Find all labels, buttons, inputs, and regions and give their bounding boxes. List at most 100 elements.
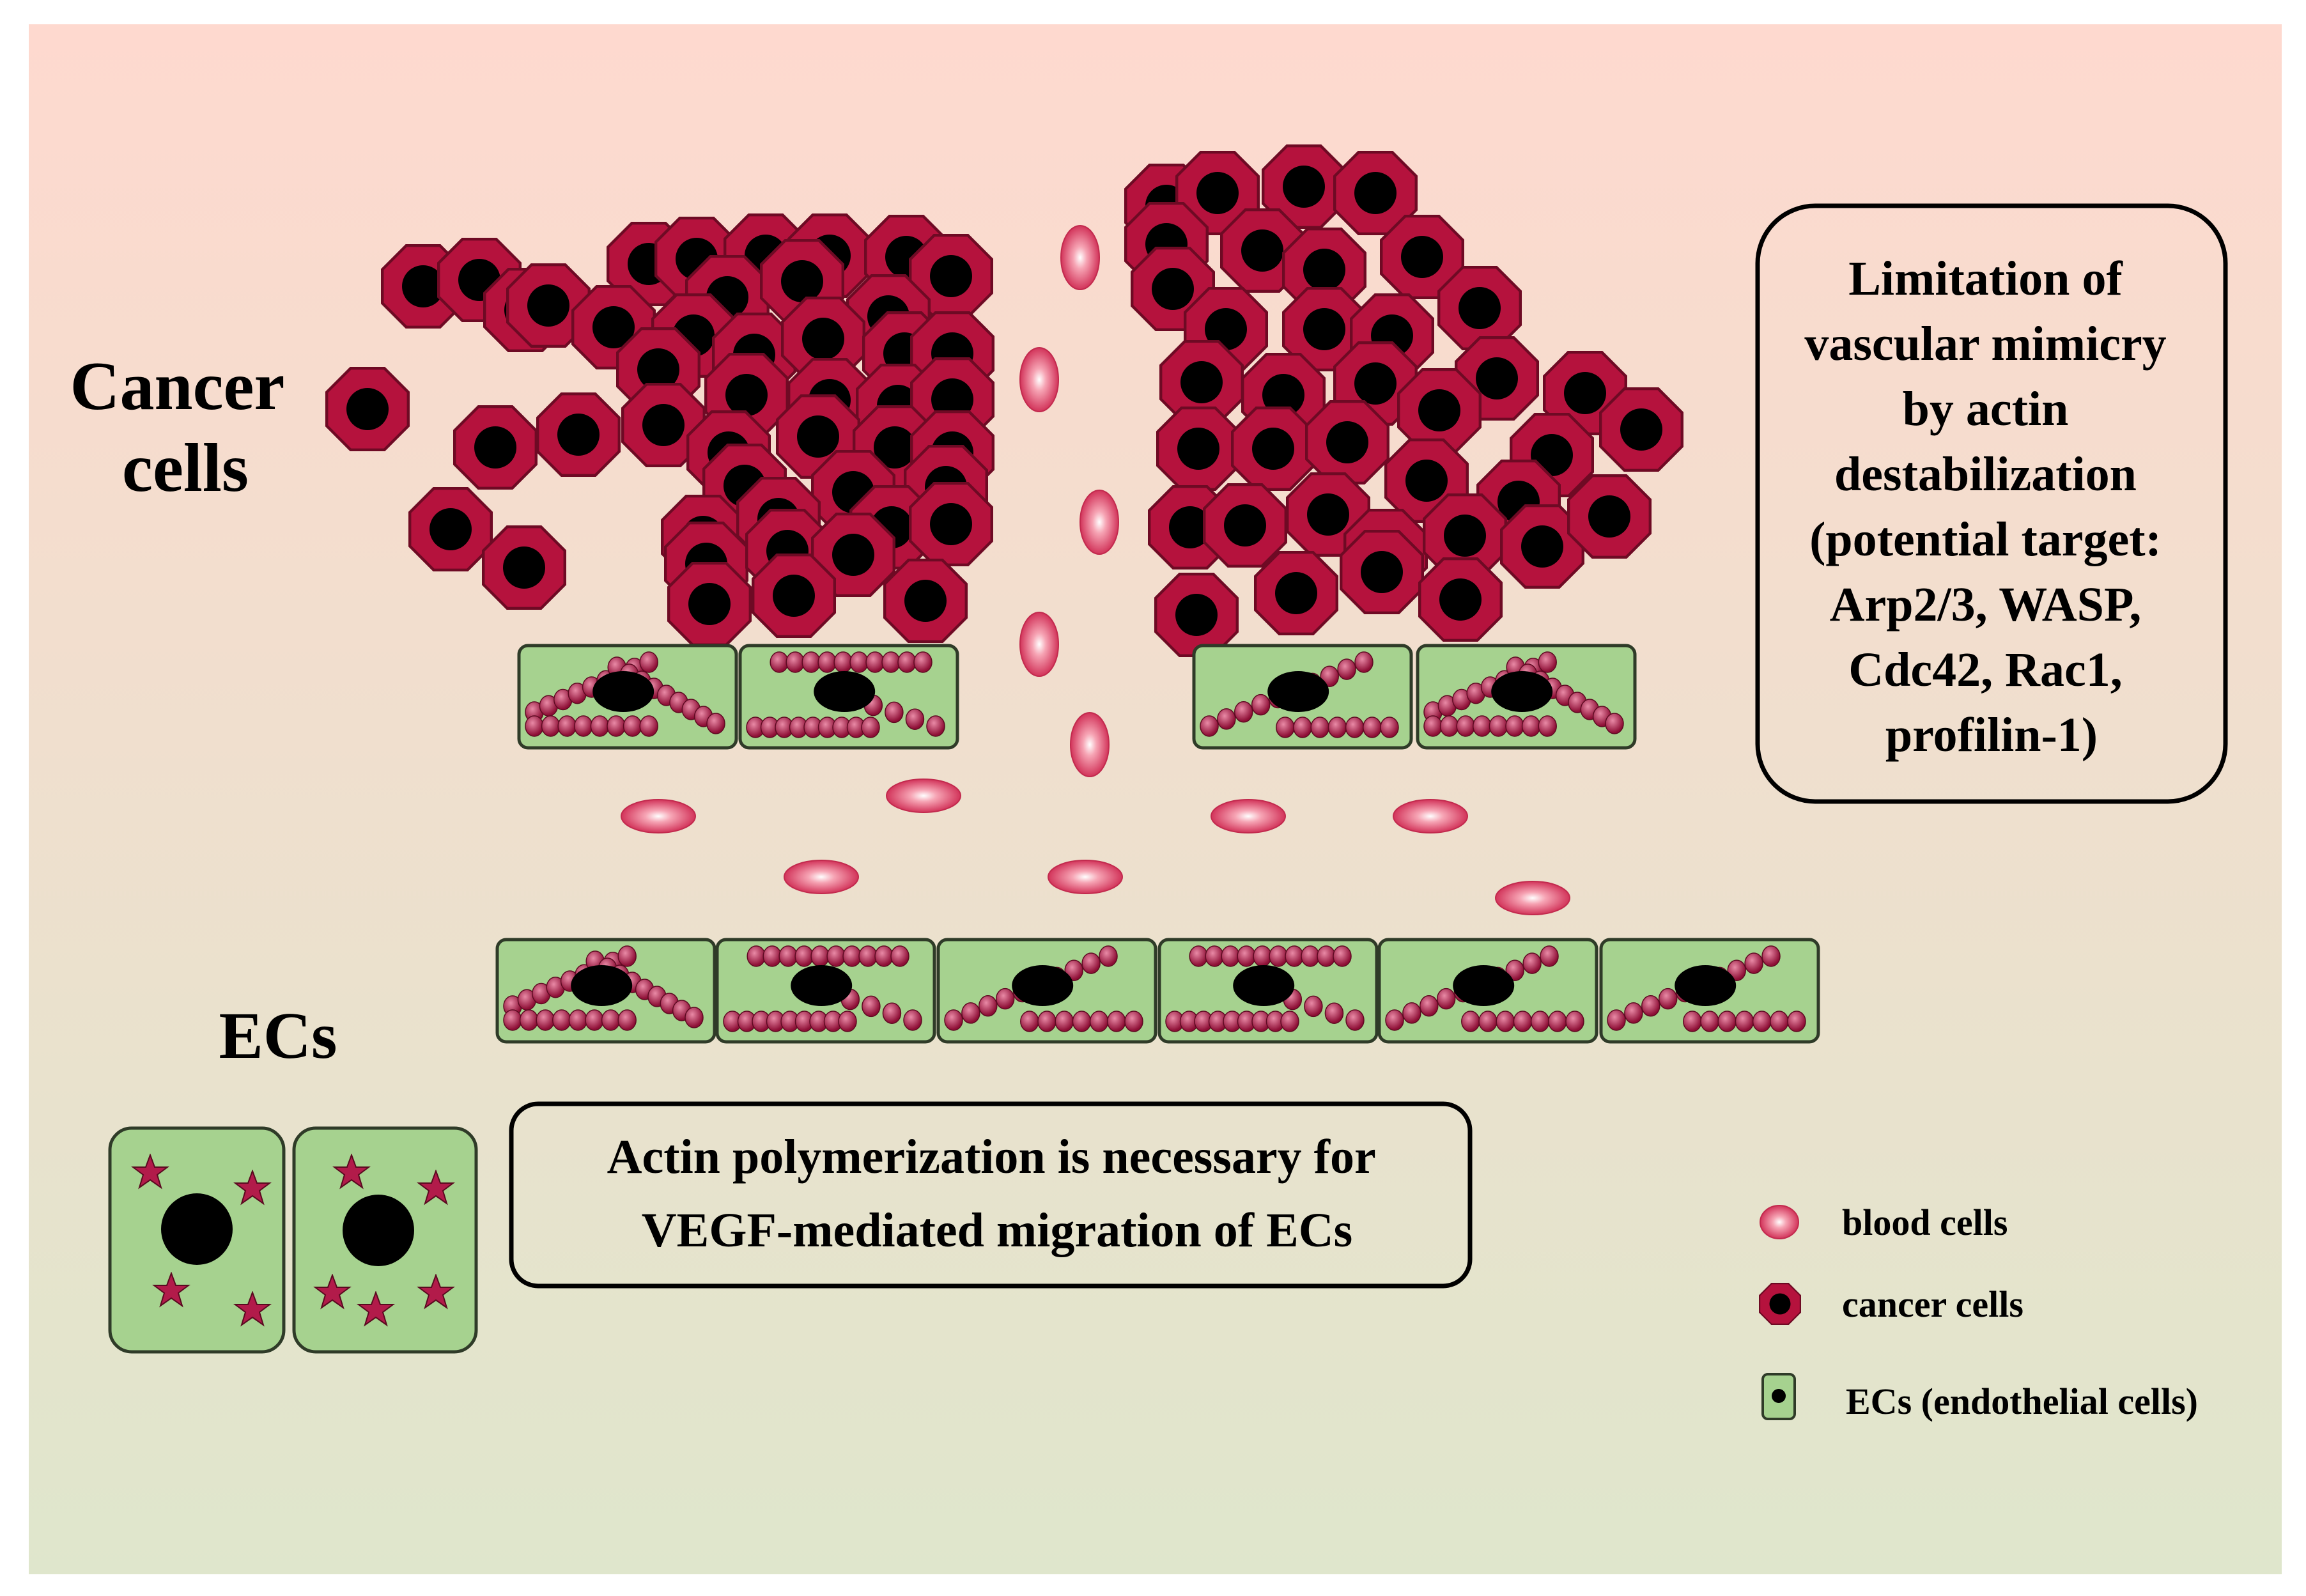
actin-bead (1489, 715, 1508, 737)
actin-polymerization-text: Actin polymerization is necessary for VE… (607, 1130, 1388, 1257)
actin-bead (1310, 717, 1329, 738)
cancer-cell (753, 555, 835, 637)
actin-bead (1345, 1009, 1365, 1031)
actin-bead (1293, 717, 1312, 738)
migrating-ec-pair (108, 1126, 478, 1354)
actin-bead (1020, 1011, 1039, 1032)
actin-bead (1605, 713, 1624, 734)
actin-bead (862, 995, 881, 1018)
actin-bead (1285, 945, 1304, 967)
cancer-cell (1156, 574, 1237, 656)
actin-bead (536, 1009, 555, 1031)
legend-blood-cell-icon (1760, 1205, 1799, 1239)
actin-bead (1744, 952, 1763, 974)
ecs-label: ECs (219, 999, 337, 1073)
actin-bead (810, 945, 830, 967)
cancer-cell (1232, 408, 1314, 490)
actin-bead (849, 651, 869, 673)
actin-bead (865, 651, 885, 673)
actin-polymerization-box: Actin polymerization is necessary for VE… (509, 1101, 1473, 1289)
endothelial-cell-nucleus (1267, 671, 1329, 712)
blood-cell (1393, 799, 1468, 833)
actin-bead (1420, 995, 1439, 1017)
actin-bead (838, 1011, 857, 1032)
cancer-cell (483, 527, 565, 608)
legend-blood-cells: blood cells (1842, 1202, 2008, 1243)
actin-bead (861, 717, 880, 738)
actin-bead (541, 715, 561, 737)
actin-bead (1189, 945, 1208, 967)
blood-cell (1019, 612, 1059, 677)
actin-bead (1072, 1011, 1092, 1032)
actin-bead (1324, 1002, 1344, 1024)
actin-bead (1333, 945, 1352, 967)
actin-bead (1717, 1011, 1737, 1032)
actin-bead (1301, 945, 1320, 967)
actin-destabilization-box: Limitation of vascular mimicry by actin … (1755, 203, 2228, 804)
actin-bead (1354, 651, 1374, 673)
actin-bead (617, 1009, 637, 1031)
actin-bead (1683, 1011, 1702, 1032)
legend-cancer-cell-icon (1759, 1283, 1801, 1325)
actin-bead (874, 945, 894, 967)
actin-bead (1658, 988, 1678, 1010)
actin-bead (1363, 717, 1382, 738)
actin-bead (1727, 959, 1746, 981)
actin-bead (1099, 945, 1118, 967)
actin-bead (826, 945, 846, 967)
actin-bead (1787, 1011, 1806, 1032)
cancer-cell (1157, 408, 1239, 490)
actin-bead (519, 1009, 539, 1031)
actin-bead (557, 715, 576, 737)
legend-ec-nucleus (1772, 1389, 1786, 1403)
endothelial-cell-nucleus (1453, 965, 1515, 1006)
actin-bead (639, 715, 658, 737)
actin-bead (1304, 995, 1323, 1018)
actin-bead (897, 651, 917, 673)
actin-bead (905, 708, 925, 730)
actin-bead (1221, 945, 1240, 967)
endothelial-cell (738, 644, 959, 750)
actin-bead (1540, 945, 1559, 967)
cancer-cell (538, 394, 619, 476)
actin-bead (1478, 1011, 1497, 1032)
actin-bead (1237, 945, 1256, 967)
actin-bead (1345, 717, 1365, 738)
legend: blood cells cancer cells ECs (endothelia… (1759, 1202, 2198, 1422)
cancer-cell (1204, 484, 1286, 566)
blood-cell (886, 779, 961, 813)
blood-cell (1060, 225, 1100, 290)
cancer-cell (410, 488, 491, 570)
actin-bead (961, 1002, 980, 1024)
actin-bead (762, 945, 782, 967)
actin-bead (1548, 1011, 1567, 1032)
actin-bead (525, 715, 544, 737)
actin-bead (1385, 1009, 1404, 1031)
actin-bead (1423, 715, 1443, 737)
actin-bead (1439, 715, 1459, 737)
blood-cell (621, 799, 696, 833)
actin-bead (1217, 708, 1236, 730)
actin-bead (1761, 945, 1781, 967)
legend-endothelial-cells: ECs (endothelial cells) (1846, 1381, 2198, 1422)
actin-bead (1269, 945, 1288, 967)
actin-bead (1473, 715, 1492, 737)
actin-bead (623, 715, 642, 737)
blood-cell (1495, 881, 1570, 915)
actin-bead (1513, 1011, 1533, 1032)
cancer-cell (1600, 389, 1682, 470)
actin-bead (858, 945, 878, 967)
actin-bead (1461, 1011, 1480, 1032)
endothelial-cell-nucleus (1012, 965, 1074, 1006)
cancer-cell (910, 483, 992, 565)
actin-bead (1124, 1011, 1143, 1032)
endothelial-cell-nucleus (571, 965, 633, 1006)
cancer-cell (454, 407, 536, 488)
actin-bead (833, 651, 853, 673)
cancer-cell (327, 368, 408, 450)
actin-bead (617, 945, 637, 967)
endothelial-cell-nucleus (1675, 965, 1737, 1006)
blood-cell (784, 860, 859, 894)
endothelial-cell (1192, 644, 1413, 750)
